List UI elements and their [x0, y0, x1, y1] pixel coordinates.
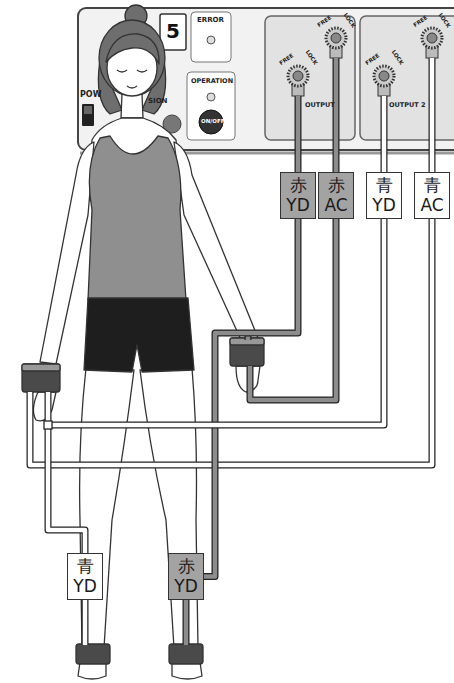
- mouth: [127, 86, 137, 88]
- jack-knob: [374, 66, 394, 86]
- ankle-electrode: [169, 644, 203, 664]
- cable-core: [250, 58, 336, 400]
- panel-label: POW: [80, 91, 102, 99]
- panel-label: 5: [166, 21, 180, 41]
- cable-outline: [295, 96, 302, 180]
- tag-text: 青 YD: [68, 557, 102, 596]
- error-led: [207, 36, 215, 44]
- neck: [121, 94, 143, 118]
- cable-core: [296, 96, 301, 180]
- cable-tag: 赤 YD: [280, 172, 316, 219]
- woman-figure: [22, 5, 264, 679]
- jack-core: [379, 71, 389, 81]
- cable-outline: [204, 219, 298, 576]
- tank-top: [88, 136, 186, 300]
- panel-label: ERROR: [197, 17, 224, 24]
- tag-text: 赤 AC: [319, 176, 353, 215]
- jack-core: [427, 33, 437, 43]
- jack-knob: [288, 66, 308, 86]
- tag-text: 青 YD: [367, 176, 401, 215]
- leg: [140, 368, 198, 648]
- jack-core: [293, 71, 303, 81]
- cable-connector: [204, 219, 298, 576]
- cable-core: [30, 58, 432, 465]
- cable-core: [204, 219, 298, 576]
- output-jack: [288, 66, 308, 96]
- panel-label: OPERATION: [191, 78, 233, 85]
- cable-junction: [44, 421, 52, 429]
- power-switch-rocker: [84, 106, 92, 114]
- wrist-electrode-band: [22, 364, 60, 371]
- power-switch: [82, 104, 94, 126]
- operation-led: [207, 93, 215, 101]
- output-section: [360, 16, 454, 140]
- panel-label: SION: [148, 98, 167, 105]
- panel-label: OUTPUT 2: [389, 102, 426, 109]
- output-section: [265, 16, 355, 140]
- output-jack: [422, 28, 442, 58]
- jack-knob: [422, 28, 442, 48]
- jack-knob: [326, 28, 346, 48]
- cable-outline: [48, 219, 384, 553]
- cable-outline: [250, 58, 336, 400]
- cable-core: [382, 96, 387, 180]
- operation-section: [187, 72, 235, 140]
- tag-text: 赤 YD: [169, 557, 203, 596]
- hair: [99, 20, 165, 96]
- jack-core: [331, 33, 341, 43]
- closed-eye: [137, 70, 147, 72]
- cable: [30, 58, 432, 465]
- cable-tag: 青 YD: [67, 553, 103, 600]
- output-jack: [326, 28, 346, 58]
- ankle-electrode: [76, 644, 110, 664]
- error-section: [191, 12, 231, 62]
- cable-tag: 赤 YD: [168, 553, 204, 600]
- output-jack: [374, 66, 394, 96]
- cable-outline: [30, 58, 432, 465]
- fringe: [106, 34, 159, 64]
- cable-tag: 青 AC: [414, 172, 450, 219]
- cable-connector: [44, 219, 384, 553]
- closed-eye: [117, 70, 127, 72]
- panel-label: ON/OFF: [201, 119, 224, 125]
- digit-display: [160, 14, 186, 50]
- cable-outline: [381, 96, 388, 180]
- cable: [250, 58, 336, 400]
- tag-text: 赤 YD: [281, 176, 315, 215]
- wrist-electrode: [230, 338, 264, 366]
- leg: [80, 368, 134, 648]
- shorts: [84, 298, 194, 372]
- tag-text: 青 AC: [415, 176, 449, 215]
- panel-label: OUTPUT: [305, 102, 335, 109]
- wrist-electrode: [22, 364, 60, 392]
- cable-tag: 赤 AC: [318, 172, 354, 219]
- cable-core: [48, 219, 384, 553]
- cable-tag: 青 YD: [366, 172, 402, 219]
